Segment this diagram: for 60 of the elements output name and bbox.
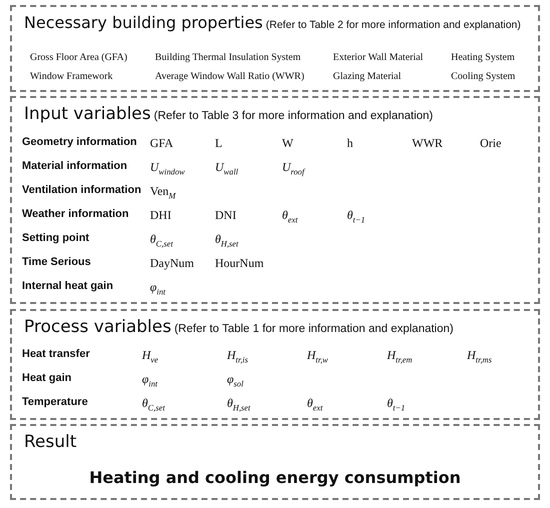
- section-heading: Necessary building properties: [24, 13, 263, 32]
- variable-name: θ$_{H,set}$: [227, 396, 250, 412]
- reference-note: (Refer to Table 3 for more information and explanation): [154, 110, 434, 122]
- section-heading: Input variables: [24, 104, 151, 124]
- variable-name: H$_{tr,em}$: [387, 348, 412, 364]
- variable-name: HourNum: [215, 256, 264, 271]
- variable-name: θ$_{H,set}$: [215, 232, 238, 248]
- section-heading: Result: [24, 432, 77, 452]
- result-text: Heating and cooling energy consumption: [88, 468, 462, 487]
- row-label: Geometry information: [22, 136, 137, 148]
- variable-name: θ$_{C,set}$: [142, 396, 165, 412]
- property-name: Window Framework: [30, 71, 113, 82]
- variable-name: φ$_{int}$: [150, 280, 166, 296]
- variable-name: L: [215, 136, 222, 151]
- variable-name: θ$_{t−1}$: [387, 396, 406, 412]
- variable-name: H$_{ve}$: [142, 348, 158, 364]
- variable-name: DNI: [215, 208, 236, 223]
- variable-name: θ$_{C,set}$: [150, 232, 173, 248]
- row-label: Weather information: [22, 208, 129, 220]
- property-name: Average Window Wall Ratio (WWR): [155, 71, 304, 82]
- variable-name: W: [282, 136, 294, 151]
- variable-name: Orie: [480, 136, 502, 151]
- section-panel: [10, 96, 540, 304]
- row-label: Ventilation information: [22, 184, 142, 196]
- variable-name: WWR: [412, 136, 443, 151]
- reference-note: (Refer to Table 1 for more information and explanation): [174, 323, 454, 335]
- row-label: Heat gain: [22, 372, 72, 384]
- property-name: Glazing Material: [333, 71, 402, 82]
- variable-name: φ$_{int}$: [142, 372, 158, 388]
- variable-name: θ$_{ext}$: [307, 396, 323, 412]
- variable-name: H$_{tr,w}$: [307, 348, 328, 364]
- row-label: Temperature: [22, 396, 88, 408]
- row-label: Heat transfer: [22, 348, 90, 360]
- variable-name: H$_{tr,ms}$: [467, 348, 492, 364]
- variable-name: GFA: [150, 136, 174, 151]
- variable-name: θ$_{ext}$: [282, 208, 298, 224]
- variable-name: U$_{roof}$: [282, 160, 304, 176]
- row-label: Time Serious: [22, 256, 91, 268]
- section-panel: [10, 309, 540, 420]
- variable-name: θ$_{t−1}$: [347, 208, 366, 224]
- variable-name: φ$_{sol}$: [227, 372, 244, 388]
- variable-name: U$_{wall}$: [215, 160, 238, 176]
- row-label: Setting point: [22, 232, 90, 244]
- section-panel: [10, 424, 540, 500]
- property-name: Exterior Wall Material: [333, 52, 424, 63]
- variable-name: H$_{tr,is}$: [227, 348, 248, 364]
- variable-name: DHI: [150, 208, 172, 223]
- row-label: Material information: [22, 160, 128, 172]
- section-panel: [10, 5, 540, 92]
- row-label: Internal heat gain: [22, 280, 114, 292]
- property-name: Building Thermal Insulation System: [155, 52, 301, 63]
- variable-name: U$_{window}$: [150, 160, 185, 176]
- property-name: Cooling System: [451, 71, 516, 82]
- variable-name: h: [347, 136, 353, 151]
- variable-name: Ven$_{M}$: [150, 184, 176, 200]
- reference-note: (Refer to Table 2 for more information and explanation): [266, 19, 521, 31]
- section-heading: Process variables: [24, 317, 172, 337]
- property-name: Gross Floor Area (GFA): [30, 52, 128, 63]
- property-name: Heating System: [451, 52, 515, 63]
- variable-name: DayNum: [150, 256, 194, 271]
